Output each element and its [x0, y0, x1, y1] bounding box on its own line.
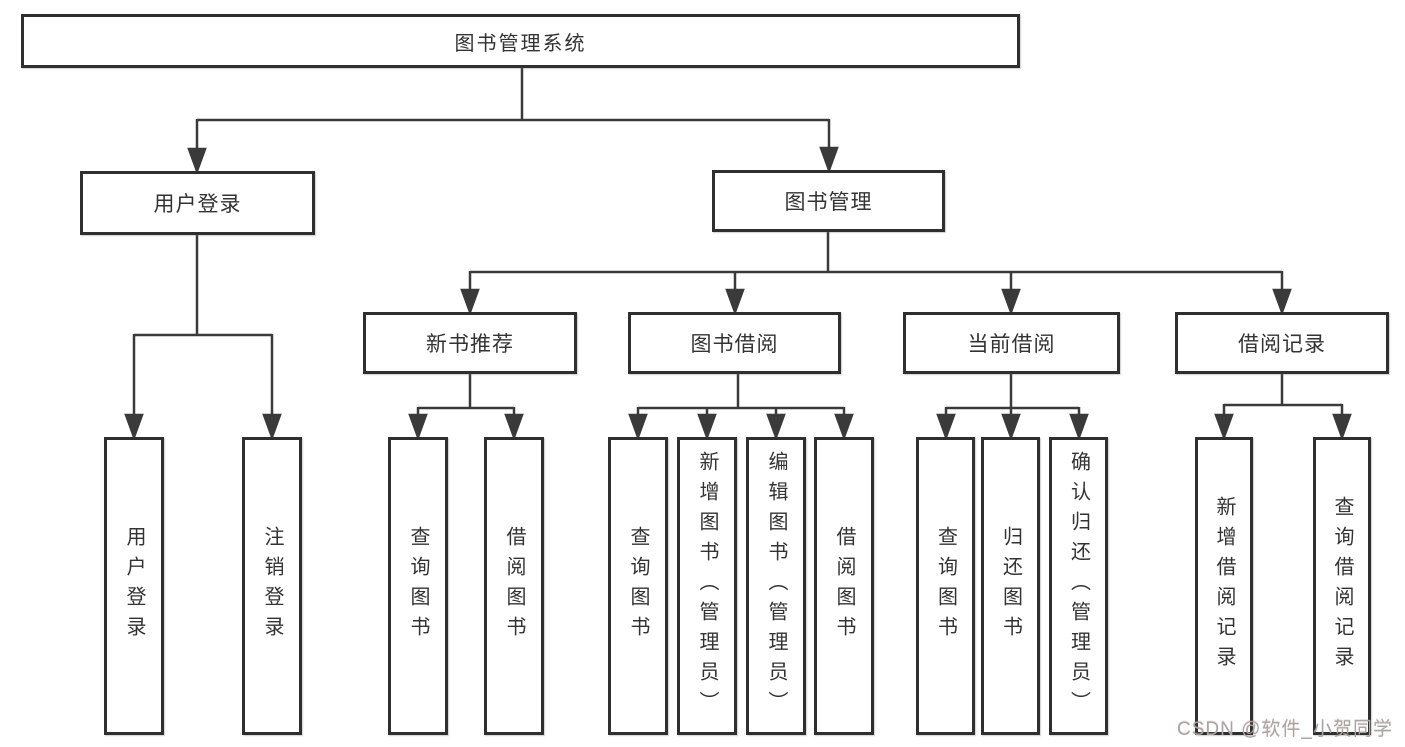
node-label: 当前借阅	[967, 333, 1056, 356]
csdn-watermark: CSDN @软件_小贺同学	[1177, 719, 1393, 740]
connector-user-login-to-leaves	[124, 235, 282, 441]
leaf-user-login: 用户登录	[104, 437, 164, 735]
leaf-add-borrow-record: 新增借阅记录	[1195, 437, 1253, 735]
node-label: 用户登录	[153, 193, 242, 216]
node-label: 图书管理系统	[454, 32, 587, 55]
node-label: 查询图书	[627, 526, 649, 646]
node-library-management-system: 图书管理系统	[21, 14, 1020, 68]
leaf-borrow-books-newbook: 借阅图书	[484, 437, 544, 735]
leaf-borrow-books: 借阅图书	[814, 437, 874, 735]
node-label: 图书管理	[784, 191, 873, 214]
node-label: 用户登录	[123, 526, 145, 646]
connector-book-borrowing-to-leaves	[628, 374, 854, 441]
connector-borrowing-records-to-leaves	[1214, 374, 1352, 441]
node-label: 借阅记录	[1238, 333, 1326, 356]
node-book-borrowing: 图书借阅	[628, 312, 841, 374]
leaf-query-books-newbook: 查询图书	[388, 437, 448, 735]
node-label: 新增借阅记录	[1213, 496, 1235, 676]
node-label: 查询图书	[934, 526, 957, 646]
node-label: 借阅图书	[503, 526, 525, 646]
node-label: 查询借阅记录	[1331, 496, 1353, 676]
node-label: 新增图书（管理员）	[696, 451, 718, 721]
leaf-confirm-return-admin: 确认归还（管理员）	[1049, 437, 1108, 735]
node-book-management: 图书管理	[712, 170, 945, 232]
node-label: 查询图书	[407, 526, 429, 646]
node-borrowing-records: 借阅记录	[1175, 312, 1389, 374]
leaf-logout: 注销登录	[242, 437, 302, 735]
connector-new-book-to-leaves	[408, 374, 524, 441]
connector-current-borrowing-to-leaves	[936, 374, 1089, 441]
node-label: 借阅图书	[833, 526, 855, 646]
connector-book-management-to-level3	[460, 232, 1292, 316]
node-label: 注销登录	[261, 526, 283, 646]
node-label: 归还图书	[999, 526, 1022, 646]
leaf-query-borrow-record: 查询借阅记录	[1313, 437, 1371, 735]
leaf-edit-books-admin: 编辑图书（管理员）	[746, 437, 806, 735]
connector-root-to-level2	[187, 68, 839, 175]
node-label: 确认归还（管理员）	[1067, 451, 1090, 721]
node-label: 编辑图书（管理员）	[765, 451, 787, 721]
node-label: 图书借阅	[690, 333, 779, 356]
node-label: 新书推荐	[426, 333, 514, 356]
leaf-add-books-admin: 新增图书（管理员）	[677, 437, 737, 735]
leaf-query-books-borrowing: 查询图书	[608, 437, 668, 735]
node-new-book-recommendation: 新书推荐	[363, 312, 577, 374]
leaf-return-books: 归还图书	[981, 437, 1040, 735]
leaf-query-books-current: 查询图书	[916, 437, 975, 735]
node-user-login: 用户登录	[80, 171, 315, 235]
node-current-borrowing: 当前借阅	[903, 312, 1120, 374]
